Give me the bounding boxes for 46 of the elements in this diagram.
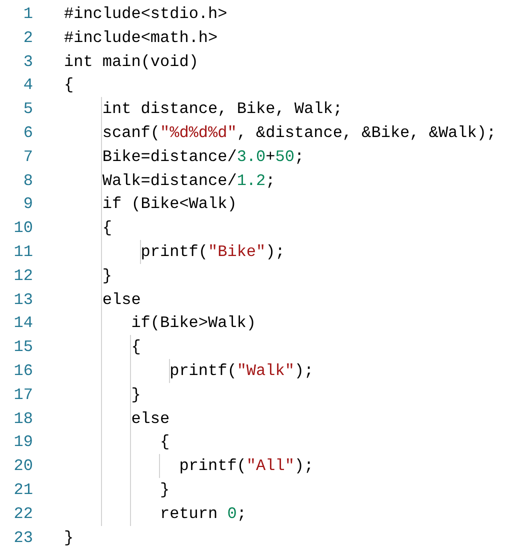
code-line: int main(void) (64, 52, 198, 73)
code-line: Walk=distance/1.2; (102, 170, 276, 192)
line-number: 19 (14, 432, 33, 454)
line-number: 17 (14, 384, 33, 406)
line-number: 14 (14, 313, 33, 334)
line-number: 12 (14, 266, 33, 287)
code-line: { (64, 75, 74, 96)
line-number: 3 (23, 52, 33, 73)
code-line: printf("Walk"); (170, 361, 314, 382)
code-line: { (131, 337, 141, 358)
code-line: if(Bike>Walk) (131, 313, 256, 334)
code-line: int distance, Bike, Walk; (102, 99, 342, 120)
code-line: Bike=distance/3.0+50; (102, 146, 304, 168)
line-number: 6 (23, 123, 33, 144)
line-number: 10 (14, 218, 33, 240)
line-number: 13 (14, 290, 33, 311)
line-number: 16 (14, 361, 33, 382)
line-number: 22 (14, 504, 33, 525)
code-line: } (131, 384, 141, 406)
line-number: 15 (14, 337, 33, 358)
line-number: 20 (14, 456, 33, 478)
line-number: 23 (14, 528, 33, 549)
code-line: } (64, 528, 74, 549)
line-number: 7 (23, 146, 33, 168)
line-number: 8 (23, 170, 33, 192)
code-line: } (102, 266, 112, 287)
code-line: else (102, 290, 141, 311)
line-number: 9 (23, 194, 33, 216)
code-line: { (102, 218, 112, 240)
line-number: 2 (23, 28, 33, 49)
code-line: if (Bike<Walk) (102, 194, 237, 216)
code-line: else (131, 408, 170, 430)
code-line: #include<stdio.h> (64, 4, 228, 25)
line-number: 11 (14, 242, 33, 263)
line-number: 18 (14, 408, 33, 430)
code-line: { (160, 432, 170, 454)
code-line: printf("Bike"); (140, 242, 285, 263)
code-line: scanf("%d%d%d", &distance, &Bike, &Walk); (102, 123, 496, 144)
line-number: 5 (23, 99, 33, 120)
line-number: 1 (23, 4, 33, 25)
code-line: #include<math.h> (64, 28, 218, 49)
code-line: return 0; (160, 504, 246, 525)
code-line: } (160, 480, 170, 501)
line-number: 21 (14, 480, 33, 501)
code-line: printf("All"); (179, 456, 314, 478)
line-number: 4 (23, 75, 33, 96)
